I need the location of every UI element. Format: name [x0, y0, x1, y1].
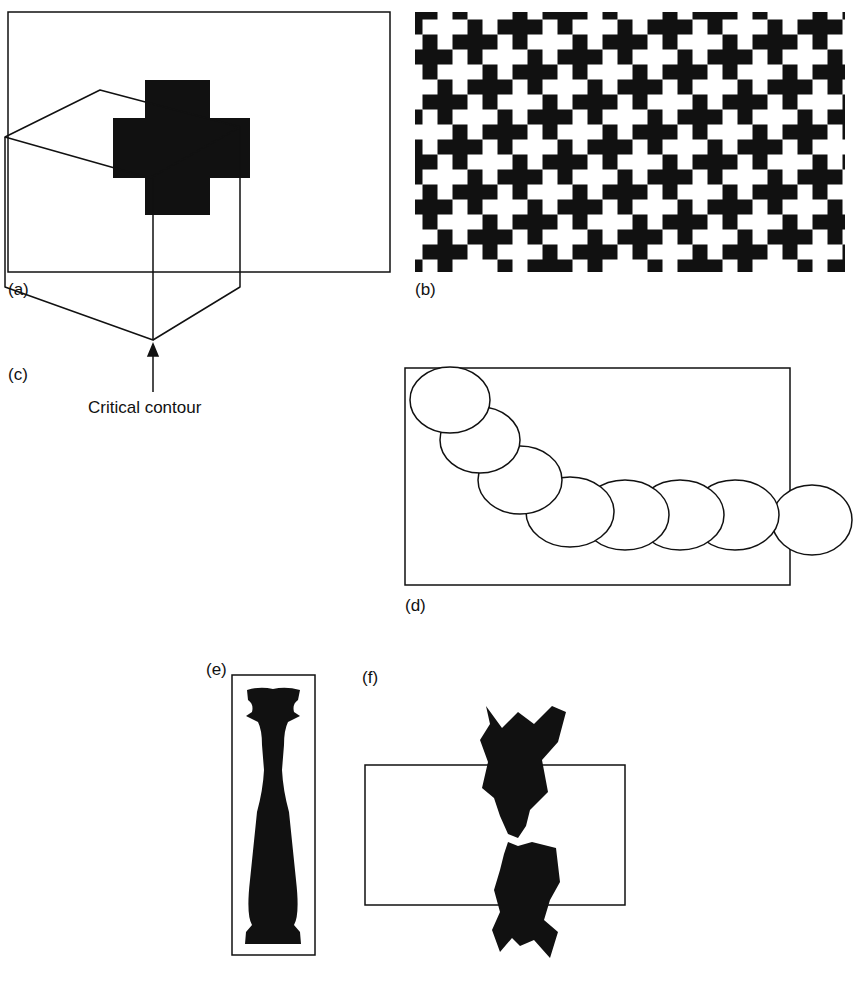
cross-tile: [693, 12, 738, 35]
cross-tile: [633, 110, 678, 155]
cross-tile: [438, 125, 483, 170]
cross-tile: [813, 50, 846, 95]
cross-tile: [828, 245, 846, 273]
cross-tile: [693, 140, 738, 185]
cross-tile: [438, 12, 483, 20]
cube-figure: [5, 90, 240, 340]
cross-tile: [648, 155, 693, 200]
cross-tile: [798, 155, 843, 200]
upper-profile-shape: [480, 706, 566, 838]
cross-tile: [633, 260, 678, 273]
occluding-ellipses: [410, 367, 852, 555]
cross-tile: [558, 35, 603, 80]
cross-tile: [528, 95, 573, 140]
cross-tile: [663, 200, 708, 245]
cross-tile: [768, 65, 813, 110]
cross-tile: [768, 215, 813, 260]
cross-tile: [738, 125, 783, 170]
cross-tile: [543, 140, 588, 185]
callout-text: Critical contour: [88, 398, 201, 418]
panel-label: (a): [8, 280, 29, 300]
cross-tiling: [415, 12, 845, 272]
cross-tile: [603, 20, 648, 65]
cross-tile: [415, 140, 438, 185]
panel-label: (f): [362, 668, 378, 688]
cross-tile: [528, 245, 573, 273]
ellipse: [772, 485, 852, 555]
cross-tile: [663, 50, 708, 95]
cross-tile: [753, 20, 798, 65]
cross-tile: [738, 12, 783, 20]
cross-tile: [498, 155, 543, 200]
cross-tile: [513, 200, 558, 245]
cross-tile: [708, 185, 753, 230]
cross-tile: [618, 215, 663, 260]
cross-tile: [415, 95, 423, 140]
cross-tile: [468, 65, 513, 110]
cross-tile: [678, 245, 723, 273]
cross-tile: [453, 20, 498, 65]
frame-d: [405, 368, 790, 585]
cross-tile: [753, 170, 798, 215]
cross-tile: [573, 80, 618, 125]
cross-tile: [415, 245, 423, 273]
ellipse: [410, 367, 490, 433]
pointer-arrow: [148, 344, 158, 392]
cross-tile: [415, 35, 453, 80]
cross-tile: [423, 80, 468, 125]
cross-tile: [723, 80, 768, 125]
cross-tile: [588, 12, 633, 20]
cross-tile: [483, 110, 528, 155]
panel-label: (e): [206, 660, 227, 680]
cross-tile: [723, 230, 768, 273]
frame-e: [232, 675, 315, 955]
cross-tile: [843, 12, 846, 35]
cross-tile: [798, 12, 843, 50]
panel-label: (b): [415, 280, 436, 300]
cross-tile: [468, 215, 513, 260]
cross-tile: [783, 260, 828, 273]
cross-tile: [603, 170, 648, 215]
vase-silhouette: [245, 688, 301, 944]
cross-tile: [588, 125, 633, 170]
cross-tile: [708, 35, 753, 80]
lower-profile-shape: [492, 842, 560, 958]
cross-tile: [543, 12, 588, 35]
frame-a: [8, 12, 390, 272]
cross-tile: [783, 110, 828, 155]
cross-figure: [113, 80, 250, 215]
panel-label: (c): [8, 365, 28, 385]
cross-tile: [423, 230, 468, 273]
panel-label: (d): [405, 596, 426, 616]
cross-tile: [513, 50, 558, 95]
cross-tile: [813, 200, 846, 245]
cross-tile: [453, 170, 498, 215]
cross-tile: [573, 230, 618, 273]
cross-tile: [558, 185, 603, 230]
cross-tile: [828, 95, 846, 140]
cross-tile: [648, 12, 693, 50]
cross-tile: [415, 185, 453, 230]
cross-tile: [678, 95, 723, 140]
cross-tile: [415, 12, 438, 35]
cross-tile: [618, 65, 663, 110]
cross-tile: [843, 140, 846, 185]
cross-tile: [483, 260, 528, 273]
cross-tile: [498, 12, 543, 50]
